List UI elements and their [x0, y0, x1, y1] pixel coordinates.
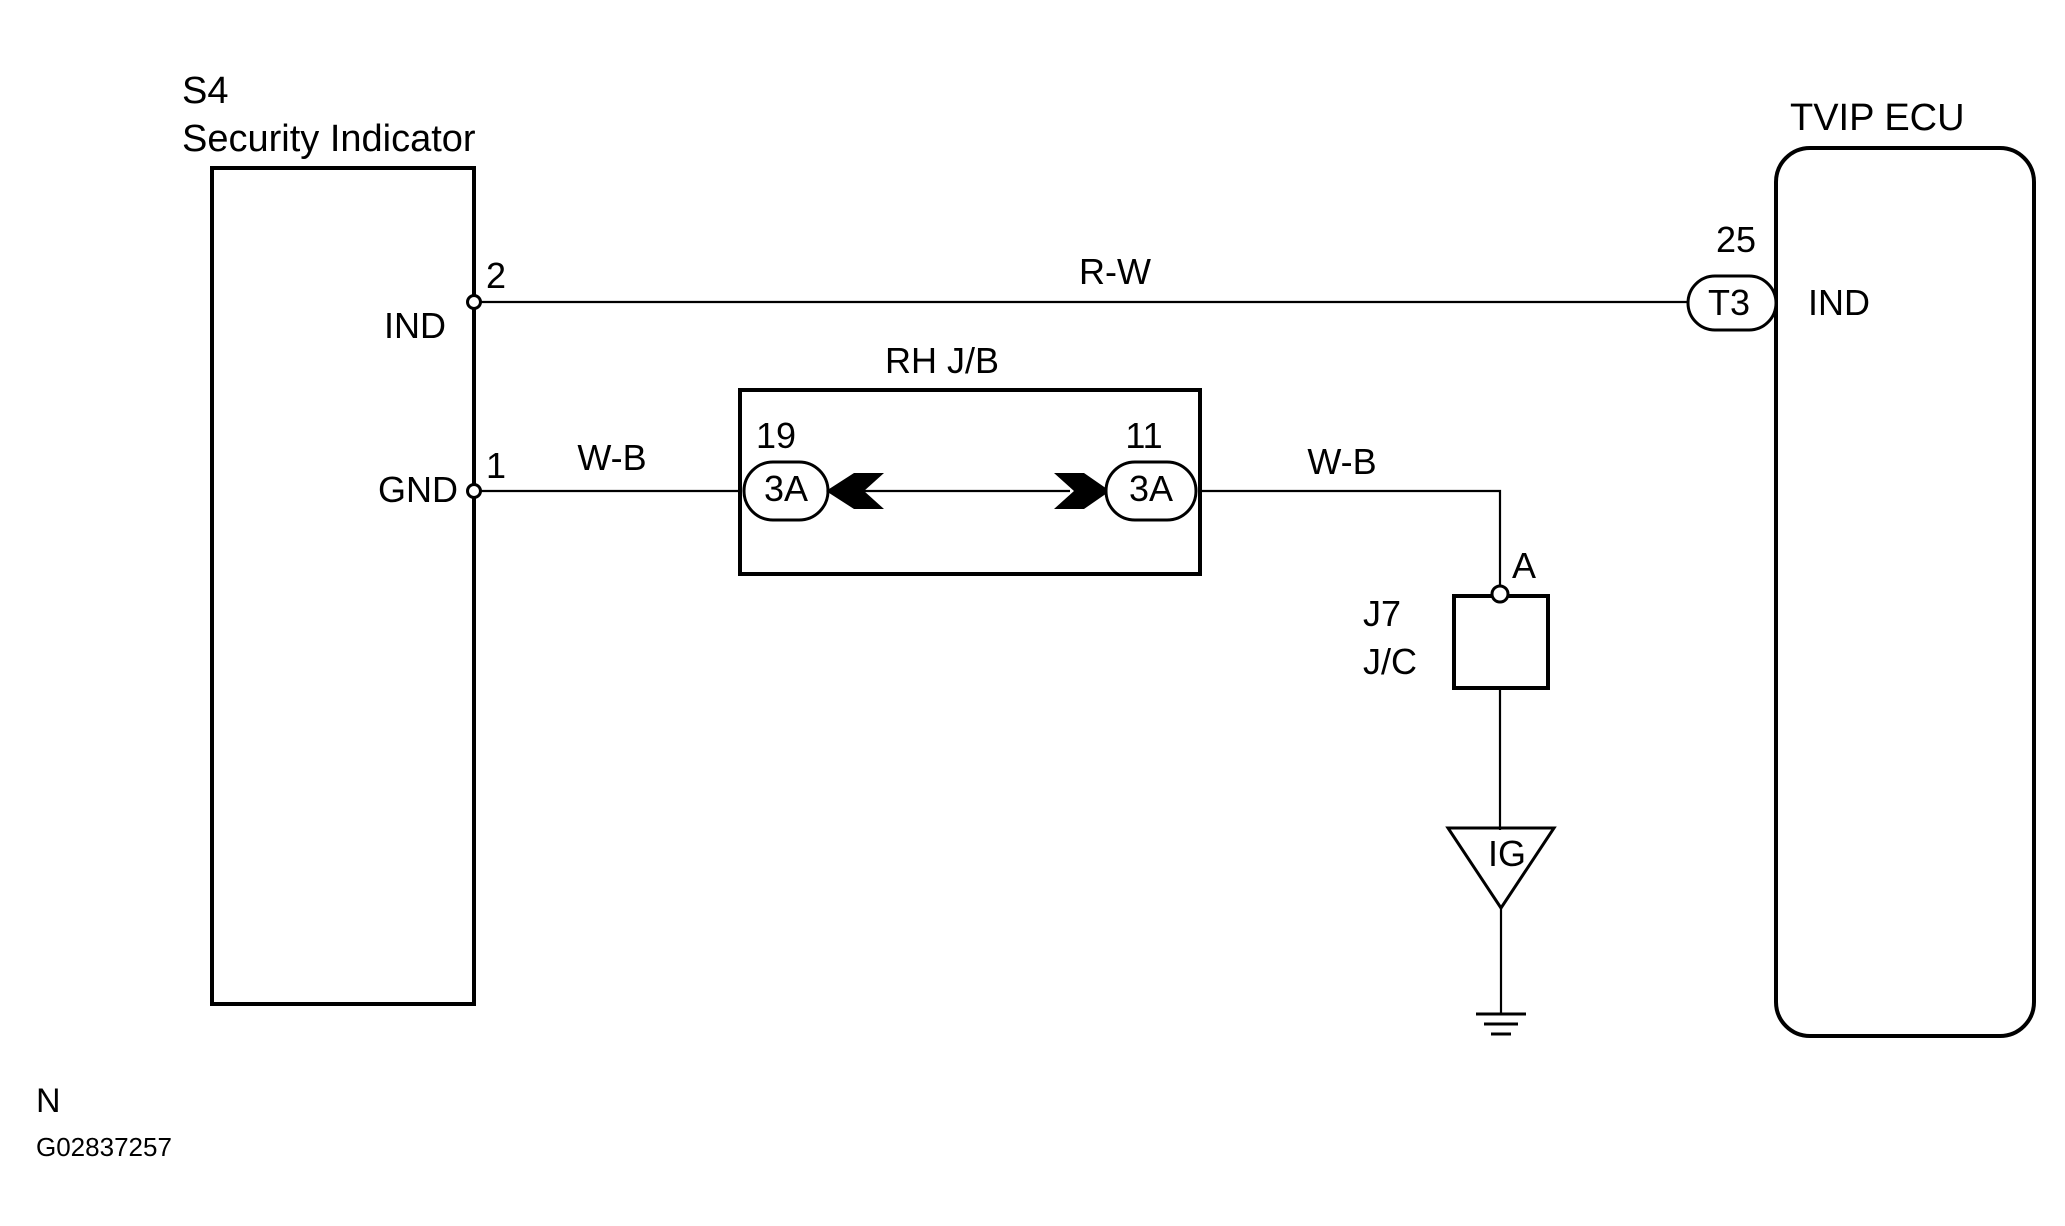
- tvip-ecu-box: [1774, 146, 2036, 1038]
- rh-jb-component: RH J/B 19 3A 11 3A: [738, 340, 1202, 576]
- tvip-ecu-connector-label: T3: [1708, 282, 1750, 323]
- rh-jb-left-connector-label: 3A: [764, 468, 808, 509]
- tvip-ecu-name: TVIP ECU: [1790, 97, 1965, 139]
- pin-number-ind: 2: [486, 255, 506, 296]
- rh-jb-right-terminal-number: 11: [1125, 415, 1162, 456]
- tvip-ecu-pin-number: 25: [1716, 219, 1756, 260]
- gnd-wire-right-line: [1200, 489, 1502, 588]
- ind-wire: R-W: [474, 251, 1690, 304]
- rh-jb-right-connector: [1104, 460, 1198, 522]
- junction-connector-type: J/C: [1363, 641, 1417, 682]
- ground-point: IG: [1445, 826, 1557, 1036]
- gnd-wire-right-color: W-B: [1307, 441, 1376, 482]
- junction-connector-code: J7: [1363, 593, 1401, 634]
- junction-connector-box: [1452, 594, 1550, 690]
- tvip-ecu-connector: [1686, 274, 1778, 332]
- junction-connector-terminal: [1490, 584, 1510, 604]
- pin-number-gnd: 1: [486, 445, 506, 486]
- junction-connector-component: A J7 J/C: [1363, 545, 1550, 830]
- security-indicator-box: [210, 166, 476, 1006]
- gnd-wire-right: W-B: [1200, 441, 1502, 588]
- pin-label-gnd: GND: [378, 469, 458, 510]
- tvip-ecu-pin-label: IND: [1808, 282, 1870, 323]
- tvip-ecu-component: TVIP ECU 25 T3 IND: [1686, 97, 2036, 1038]
- pin-gnd-terminal: [466, 483, 482, 499]
- ground-symbol-icon: [1476, 1012, 1526, 1036]
- security-indicator-component: S4 Security Indicator 2 IND 1 GND: [182, 70, 506, 1006]
- ground-point-label: IG: [1488, 833, 1526, 874]
- rh-jb-left-arrow-icon: [826, 473, 884, 509]
- rh-jb-right-arrow-icon: [1054, 473, 1110, 509]
- rh-jb-right-connector-label: 3A: [1129, 468, 1173, 509]
- footer-mark: N: [36, 1082, 61, 1120]
- pin-ind-terminal: [466, 294, 482, 310]
- security-indicator-code: S4: [182, 70, 228, 112]
- ground-point-triangle: [1445, 826, 1557, 911]
- ind-wire-color: R-W: [1079, 251, 1151, 292]
- figure-id: G02837257: [36, 1132, 172, 1162]
- rh-jb-left-terminal-number: 19: [756, 415, 796, 456]
- junction-connector-pin: A: [1512, 545, 1536, 586]
- gnd-wire-left: W-B: [474, 437, 742, 493]
- security-indicator-name: Security Indicator: [182, 118, 476, 160]
- rh-jb-name: RH J/B: [885, 340, 999, 381]
- gnd-wire-left-color: W-B: [577, 437, 646, 478]
- rh-jb-box: [738, 388, 1202, 576]
- pin-label-ind: IND: [384, 305, 446, 346]
